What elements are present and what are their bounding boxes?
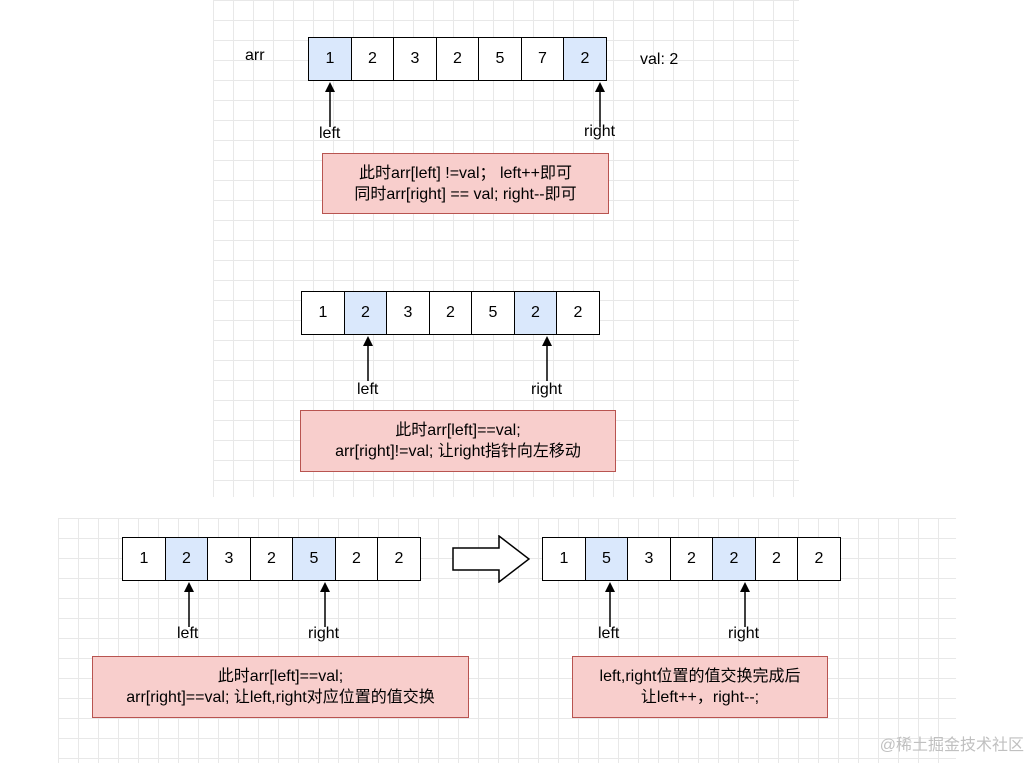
step2-note: 此时arr[left]==val; arr[right]!=val; 让righ…	[300, 410, 616, 472]
array-cell: 3	[393, 37, 437, 81]
array-cell: 2	[249, 537, 294, 581]
watermark: @稀土掘金技术社区	[879, 737, 1024, 754]
left-pointer-arrow	[174, 581, 204, 627]
left-pointer-label: left	[177, 625, 199, 642]
step3a-note-line1: 此时arr[left]==val;	[217, 668, 344, 685]
right-pointer-arrow	[310, 581, 340, 627]
array-cell-highlighted: 5	[292, 537, 336, 581]
left-pointer-label: left	[598, 625, 620, 642]
left-pointer-label: left	[357, 381, 379, 398]
array-cell: 5	[478, 37, 522, 81]
array-cell: 2	[377, 537, 421, 581]
array-cell: 3	[627, 537, 671, 581]
array-cell: 2	[669, 537, 714, 581]
array-cell-highlighted: 2	[712, 537, 756, 581]
right-pointer-label: right	[728, 625, 760, 642]
array-cell: 2	[435, 37, 480, 81]
right-pointer-arrow	[532, 335, 562, 381]
array-cell-highlighted: 2	[513, 291, 558, 335]
left-pointer-arrow	[353, 335, 383, 381]
array-cell: 3	[207, 537, 251, 581]
array-cell-highlighted: 2	[343, 291, 388, 335]
step3a-note: 此时arr[left]==val; arr[right]==val; 让left…	[92, 656, 469, 718]
array-cell: 2	[754, 537, 799, 581]
array-cell: 2	[556, 291, 600, 335]
right-pointer-label: right	[531, 381, 563, 398]
step2-note-line2: arr[right]!=val; 让right指针向左移动	[335, 443, 581, 460]
array-label: arr	[245, 47, 265, 64]
step2-note-line1: 此时arr[left]==val;	[395, 422, 521, 439]
array-cell: 2	[797, 537, 841, 581]
array-cell-highlighted: 2	[563, 37, 607, 81]
step1-note-line2: 同时arr[right] == val; right--即可	[354, 185, 577, 203]
array-cell-highlighted: 5	[584, 537, 629, 581]
array-cell: 7	[520, 37, 565, 81]
left-pointer-label: left	[319, 125, 341, 142]
array-cell: 1	[542, 537, 586, 581]
right-pointer-arrow	[730, 581, 760, 627]
array-cell: 1	[122, 537, 166, 581]
right-pointer-label: right	[584, 123, 616, 140]
transition-arrow-icon	[452, 534, 531, 588]
array-cell: 1	[301, 291, 345, 335]
step1-note: 此时arr[left] !=val； left++即可 同时arr[right]…	[322, 153, 609, 214]
array-cell: 5	[471, 291, 515, 335]
step3a-note-line2: arr[right]==val; 让left,right对应位置的值交换	[126, 689, 435, 706]
val-label: val: 2	[640, 51, 679, 68]
step3b-note: left,right位置的值交换完成后 让left++，right--;	[572, 656, 828, 718]
left-pointer-arrow	[315, 81, 345, 127]
step3b-note-line2: 让left++，right--;	[640, 689, 760, 706]
array-cell-highlighted: 2	[164, 537, 209, 581]
step1-note-line1: 此时arr[left] !=val； left++即可	[359, 164, 572, 182]
array-cell-highlighted: 1	[308, 37, 352, 81]
right-pointer-arrow	[585, 81, 615, 127]
array-cell: 2	[428, 291, 473, 335]
left-pointer-arrow	[595, 581, 625, 627]
array-cell: 2	[350, 37, 395, 81]
array-cell: 2	[334, 537, 379, 581]
step3b-note-line1: left,right位置的值交换完成后	[599, 668, 801, 685]
right-pointer-label: right	[308, 625, 340, 642]
array-cell: 3	[386, 291, 430, 335]
